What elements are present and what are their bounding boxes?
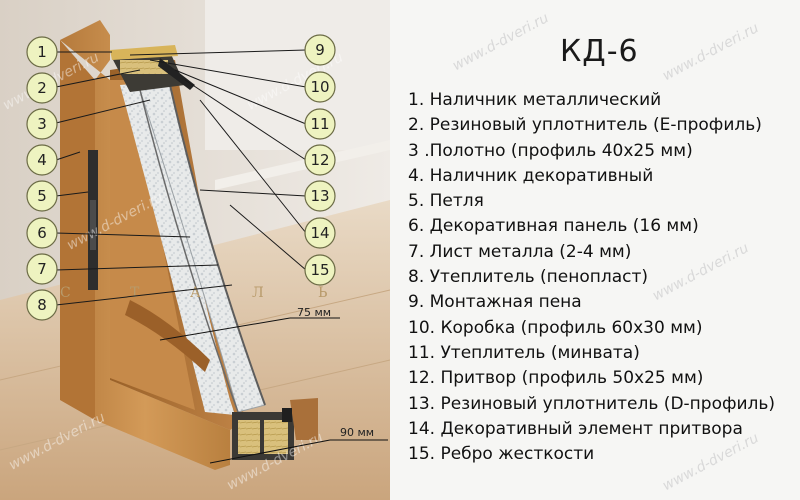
legend-item: 4. Наличник декоративный — [408, 165, 654, 186]
legend-item: 8. Утеплитель (пенопласт) — [408, 267, 649, 288]
legend-item: 10. Коробка (профиль 60х30 мм) — [408, 317, 703, 338]
svg-text:15: 15 — [310, 261, 329, 279]
decorative-trim-bottom — [290, 398, 318, 440]
legend-item: 14. Декоративный элемент притвора — [408, 418, 743, 439]
svg-text:8: 8 — [37, 296, 47, 314]
legend-item: 7. Лист металла (2-4 мм) — [408, 241, 632, 262]
callout-1: 1 — [26, 36, 58, 68]
callout-4: 4 — [26, 144, 58, 176]
callout-2: 2 — [26, 72, 58, 104]
legend-item: 12. Притвор (профиль 50х25 мм) — [408, 368, 704, 389]
diagram-title: КД-6 — [560, 34, 639, 69]
svg-text:12: 12 — [310, 151, 329, 169]
legend-item: 6. Декоративная панель (16 мм) — [408, 216, 699, 237]
callout-15: 15 — [304, 254, 336, 286]
dimension-line — [159, 317, 291, 341]
svg-text:1: 1 — [37, 43, 47, 61]
callout-10: 10 — [304, 71, 336, 103]
mineral-wool-bottom — [238, 420, 260, 454]
svg-text:11: 11 — [310, 115, 329, 133]
rubber-seal-bottom — [282, 408, 292, 422]
skirting — [215, 140, 390, 190]
brand-letter: А — [190, 285, 201, 301]
legend-list: 1. Наличник металлический 2. Резиновый у… — [408, 88, 775, 467]
callout-14: 14 — [304, 217, 336, 249]
svg-text:14: 14 — [310, 224, 329, 242]
callout-13: 13 — [304, 180, 336, 212]
legend-item: 5. Петля — [408, 191, 484, 212]
dimension-label-90: 90 мм — [340, 426, 374, 439]
svg-text:10: 10 — [310, 78, 329, 96]
brand-letter: С — [60, 285, 71, 301]
legend-item: 3 .Полотно (профиль 40х25 мм) — [408, 140, 693, 161]
dimension-label-75: 75 мм — [297, 306, 331, 319]
door-left-face — [60, 40, 95, 420]
decorative-panel — [110, 80, 195, 410]
legend-item: 15. Ребро жесткости — [408, 444, 595, 465]
legend-panel — [390, 0, 800, 500]
door-frame-body — [60, 20, 230, 470]
callout-9: 9 — [304, 34, 336, 66]
svg-text:9: 9 — [315, 41, 325, 59]
callout-6: 6 — [26, 217, 58, 249]
svg-text:13: 13 — [310, 187, 329, 205]
hinge-pin — [90, 200, 96, 250]
brand-letter: Ь — [318, 285, 327, 301]
svg-text:7: 7 — [37, 260, 47, 278]
callout-12: 12 — [304, 144, 336, 176]
svg-text:6: 6 — [37, 224, 47, 242]
svg-text:2: 2 — [37, 79, 47, 97]
panel-relief — [125, 300, 210, 372]
callout-leaders — [55, 49, 307, 306]
callout-7: 7 — [26, 253, 58, 285]
legend-item: 11. Утеплитель (минвата) — [408, 342, 640, 363]
callout-3: 3 — [26, 108, 58, 140]
callout-11: 11 — [304, 108, 336, 140]
legend-item: 1. Наличник металлический — [408, 90, 662, 110]
legend-item: 9. Монтажная пена — [408, 292, 582, 313]
brand-letter: Л — [252, 285, 264, 301]
legend-item: 2. Резиновый уплотнитель (Е-профиль) — [408, 115, 762, 136]
metal-sheet-line — [139, 89, 239, 413]
brand-letter: Т — [130, 285, 140, 301]
mounting-foam-top — [110, 45, 178, 60]
dimension-line — [209, 439, 331, 464]
mineral-wool-top — [120, 60, 168, 74]
metal-sheet-line — [169, 84, 266, 406]
callout-5: 5 — [26, 180, 58, 212]
svg-text:3: 3 — [37, 115, 47, 133]
svg-text:5: 5 — [37, 187, 47, 205]
legend-item: 13. Резиновый уплотнитель (D-профиль) — [408, 393, 776, 414]
svg-text:4: 4 — [37, 151, 47, 169]
rubber-seal-top — [158, 58, 195, 90]
callout-8: 8 — [26, 289, 58, 321]
